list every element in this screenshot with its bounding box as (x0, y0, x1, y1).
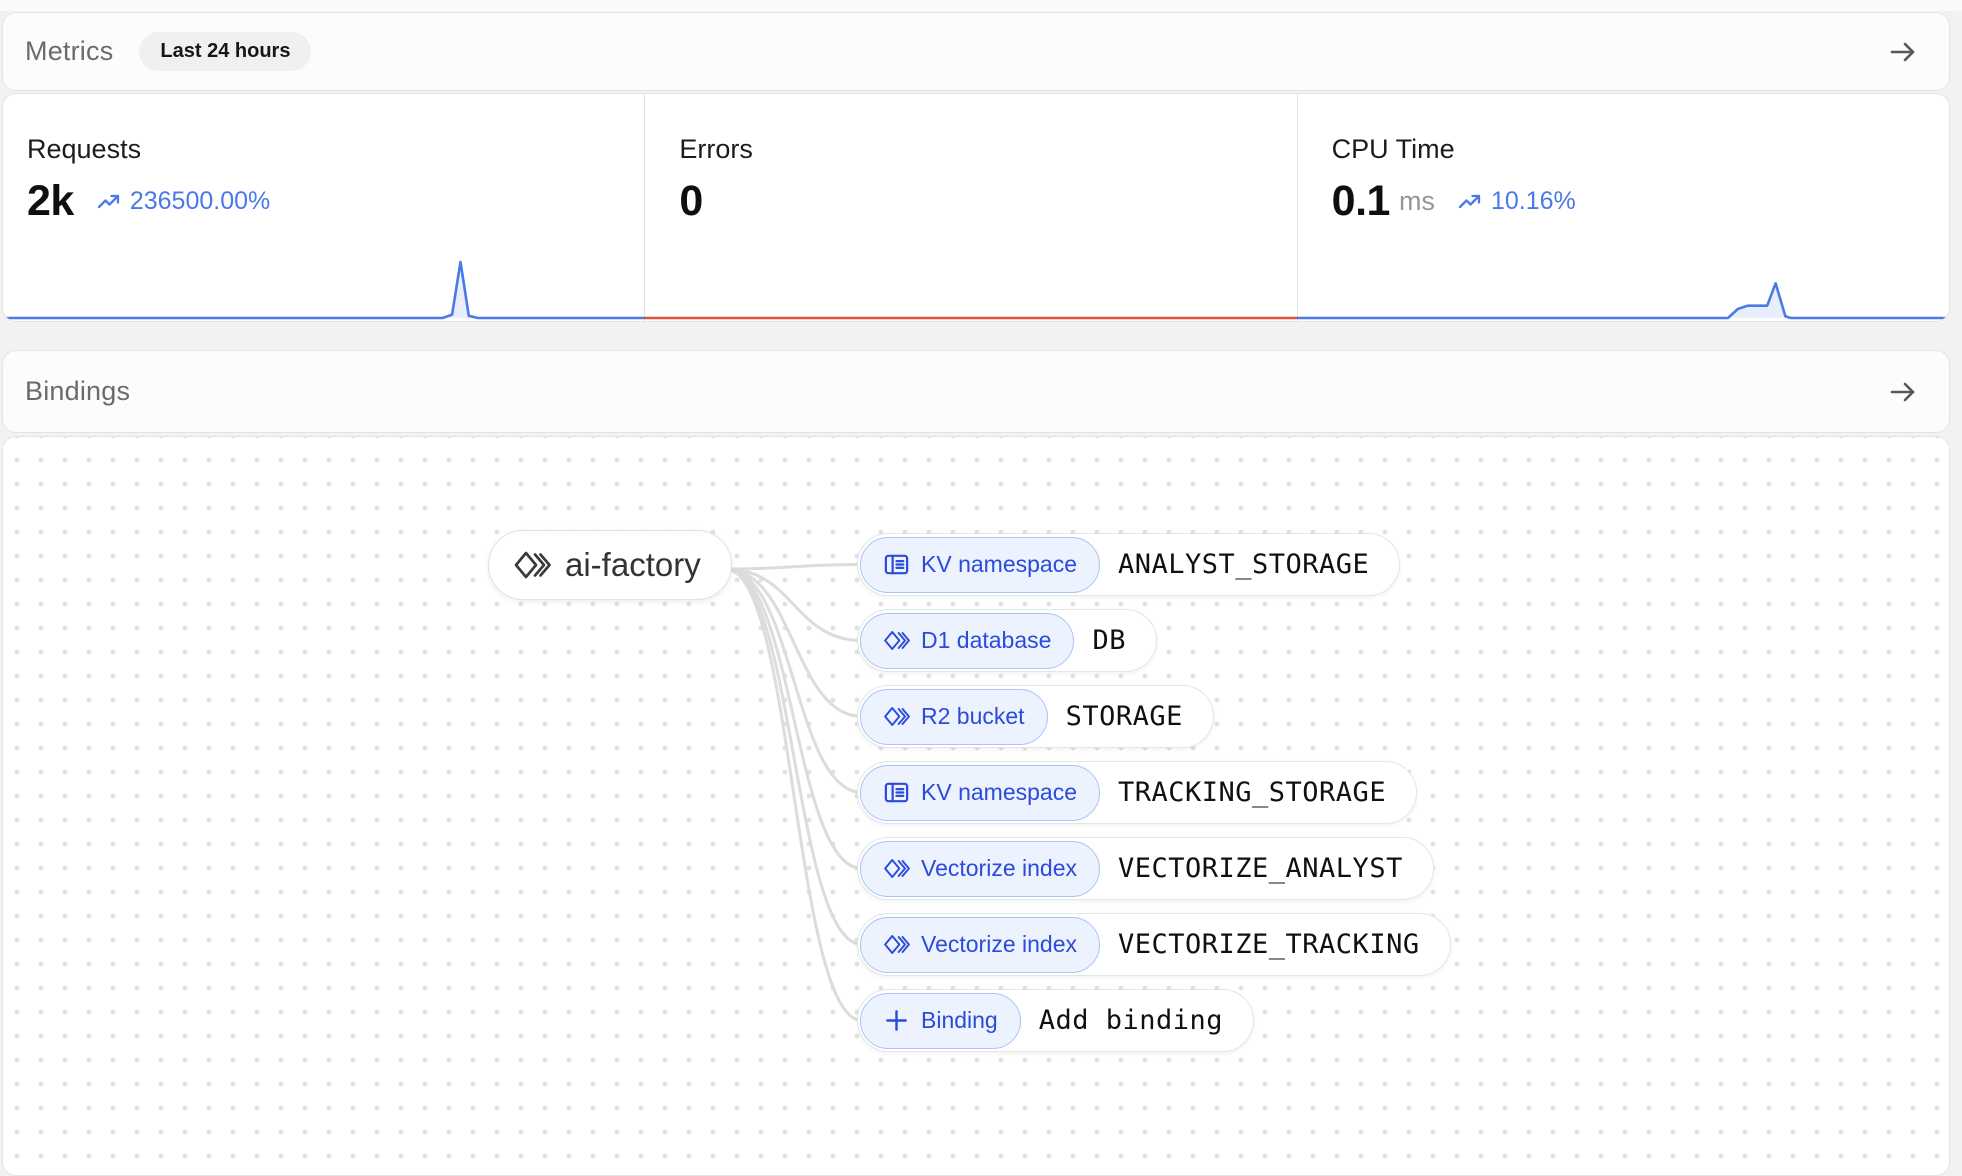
binding-type-chip: KV namespace (860, 764, 1100, 821)
metrics-title: Metrics (25, 36, 114, 66)
bindings-graph-panel: ai-factory KV namespace ANALYST_STORAGE … (2, 436, 1950, 1176)
worker-name: ai-factory (565, 546, 701, 583)
binding-name: VECTORIZE_ANALYST (1117, 853, 1403, 884)
trend-up-icon (96, 189, 122, 215)
binding-row[interactable]: R2 bucket STORAGE (857, 685, 1214, 748)
metrics-section-header: Metrics Last 24 hours (2, 12, 1950, 91)
binding-type-label: D1 database (921, 627, 1052, 653)
binding-name: DB (1092, 625, 1126, 656)
workers-diamond-icon (883, 703, 910, 730)
kv-list-icon (883, 551, 910, 578)
metric-value: 0.1 (1331, 177, 1391, 225)
metric-label: Requests (27, 134, 142, 164)
binding-type-label: Vectorize index (921, 855, 1077, 881)
worker-node[interactable]: ai-factory (488, 530, 732, 600)
binding-type-chip: R2 bucket (860, 688, 1048, 745)
binding-type-chip: Binding (860, 992, 1021, 1049)
binding-type-label: Binding (921, 1007, 998, 1033)
page-top-strip (0, 0, 1962, 11)
binding-name: Add binding (1038, 1005, 1224, 1036)
binding-name: ANALYST_STORAGE (1117, 549, 1370, 580)
requests-sparkline (3, 259, 645, 321)
binding-row[interactable]: Vectorize index VECTORIZE_ANALYST (857, 837, 1434, 900)
metric-trend: 236500.00% (96, 187, 270, 216)
metric-card-requests: Requests 2k 236500.00% (3, 94, 645, 321)
kv-list-icon (883, 779, 910, 806)
binding-name: VECTORIZE_TRACKING (1117, 929, 1420, 960)
time-range-badge: Last 24 hours (139, 32, 312, 71)
workers-diamond-icon (883, 855, 910, 882)
metric-label: CPU Time (1331, 134, 1455, 164)
binding-row[interactable]: KV namespace TRACKING_STORAGE (857, 761, 1418, 824)
binding-name: STORAGE (1065, 701, 1183, 732)
bindings-section-header: Bindings (2, 350, 1950, 433)
workers-diamond-icon (883, 627, 910, 654)
metric-value: 0 (679, 177, 703, 225)
metric-card-errors: Errors 0 (644, 94, 1298, 321)
binding-row[interactable]: D1 database DB (857, 609, 1157, 672)
metrics-cards-panel: Requests 2k 236500.00% Errors 0 CPU Time… (2, 93, 1950, 322)
errors-sparkline (644, 259, 1298, 321)
workers-diamond-icon (883, 931, 910, 958)
binding-type-chip: Vectorize index (860, 916, 1100, 973)
metric-value: 2k (27, 177, 74, 225)
bindings-title: Bindings (25, 376, 131, 406)
binding-type-label: Vectorize index (921, 931, 1077, 957)
metric-unit: ms (1398, 186, 1435, 216)
binding-name: TRACKING_STORAGE (1117, 777, 1387, 808)
binding-type-label: KV namespace (921, 779, 1077, 805)
cpu-sparkline (1296, 259, 1949, 321)
bindings-graph: ai-factory KV namespace ANALYST_STORAGE … (3, 437, 1949, 1175)
metric-card-cpu-time: CPU Time 0.1 ms 10.16% (1296, 94, 1949, 321)
trend-up-icon (1457, 189, 1483, 215)
plus-icon (883, 1007, 910, 1034)
binding-row[interactable]: Binding Add binding (857, 989, 1255, 1052)
binding-type-chip: KV namespace (860, 536, 1100, 593)
binding-type-label: KV namespace (921, 551, 1077, 577)
binding-type-chip: D1 database (860, 612, 1075, 669)
binding-rows: KV namespace ANALYST_STORAGE D1 database… (857, 533, 1451, 1052)
metric-trend: 10.16% (1457, 187, 1576, 216)
metric-label: Errors (679, 134, 753, 164)
workers-diamond-icon (513, 548, 551, 582)
metrics-arrow-icon[interactable] (1887, 36, 1919, 68)
binding-type-label: R2 bucket (921, 703, 1025, 729)
bindings-arrow-icon[interactable] (1887, 376, 1919, 408)
binding-edges (725, 563, 863, 1022)
binding-row[interactable]: KV namespace ANALYST_STORAGE (857, 533, 1401, 596)
binding-row[interactable]: Vectorize index VECTORIZE_TRACKING (857, 913, 1451, 976)
binding-type-chip: Vectorize index (860, 840, 1100, 897)
